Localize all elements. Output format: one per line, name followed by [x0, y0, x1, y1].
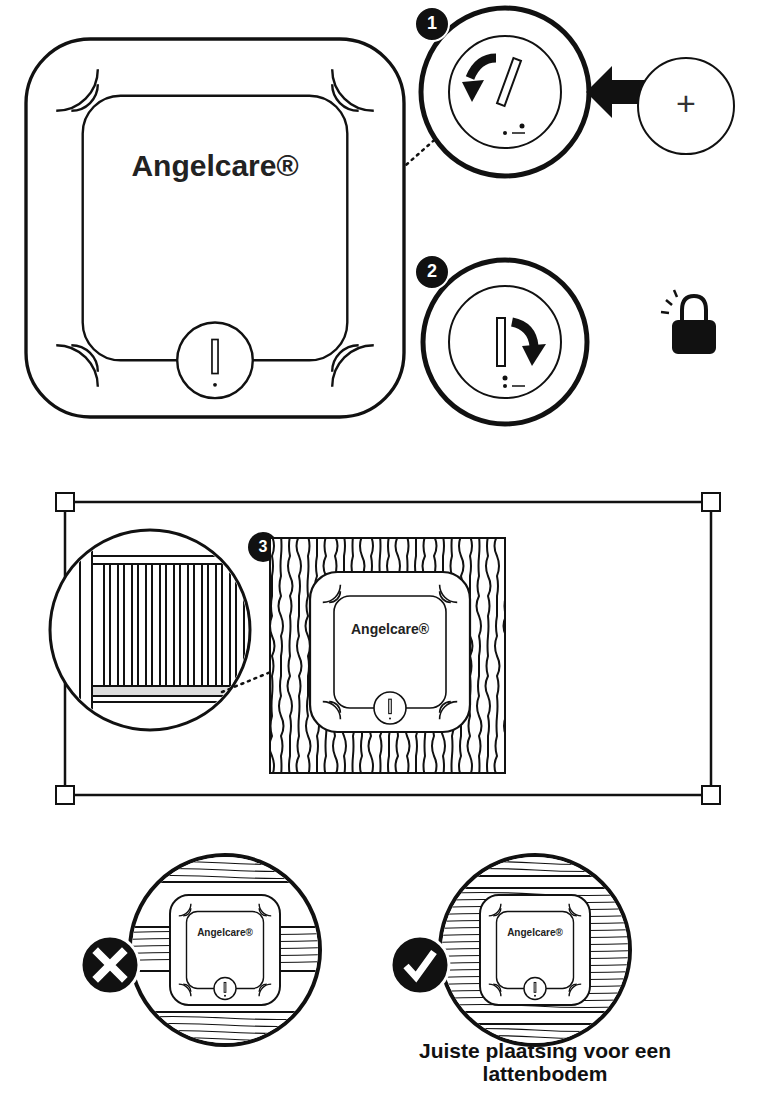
slat-grain: [115, 869, 335, 872]
sensor-pad: [480, 895, 590, 1005]
brand-logo: Angelcare®: [131, 149, 298, 182]
slat-grain: [115, 1017, 335, 1020]
slat-grain: [115, 855, 335, 858]
wood-grain: [486, 538, 491, 773]
callout-number: 1: [427, 14, 437, 34]
slat-grain: [425, 869, 645, 872]
lock-icon: [661, 290, 714, 352]
callout-number: 2: [427, 262, 437, 282]
wood-grain: [288, 538, 293, 773]
crib-bar: [104, 564, 110, 686]
slat-grain: [115, 862, 335, 865]
slat-grain: [115, 876, 335, 879]
crib-bar: [146, 564, 152, 686]
slat-grain: [425, 1029, 645, 1032]
wood-grain: [279, 538, 284, 773]
crib-bar: [118, 564, 124, 686]
crib-bar: [202, 564, 208, 686]
angelcare-sensor-pads: [26, 39, 590, 1005]
wood-panel: [270, 536, 509, 796]
step-1-detail: [415, 7, 734, 176]
crib-bar: [244, 564, 250, 686]
crib-bar: [216, 564, 222, 686]
callout-number: 3: [259, 538, 268, 556]
sensor-pad: [170, 895, 280, 1005]
right-placement: [391, 850, 645, 1054]
wood-grain: [504, 538, 506, 773]
crib-bar: [188, 564, 194, 686]
brand-logo: Angelcare®: [507, 927, 563, 938]
crib-bar: [258, 564, 264, 686]
slat-grain: [115, 1045, 335, 1048]
sensor-pad: [26, 39, 404, 417]
battery-plus: +: [676, 85, 696, 122]
slat-grain: [115, 1038, 335, 1041]
crib-bar: [230, 564, 236, 686]
brand-logo: Angelcare®: [197, 927, 253, 938]
sensor-pad: [310, 572, 470, 732]
brand-logo: Angelcare®: [351, 622, 429, 637]
wood-grain: [270, 538, 275, 773]
crib-bar: [160, 564, 166, 686]
crib-bar: [174, 564, 180, 686]
wood-grain: [477, 538, 482, 773]
caption-note: Juiste plaatsing voor een lattenbodem: [400, 1039, 690, 1085]
slat-grain: [425, 855, 645, 858]
slat-grain: [115, 1024, 335, 1027]
slat-grain: [425, 1036, 645, 1039]
wrong-placement: [81, 850, 335, 1052]
slat-grain: [425, 862, 645, 865]
wood-grain: [495, 538, 500, 773]
crib-bar: [132, 564, 138, 686]
step-2-detail: [415, 255, 587, 424]
wood-grain: [297, 538, 302, 773]
slat-grain: [115, 1031, 335, 1034]
